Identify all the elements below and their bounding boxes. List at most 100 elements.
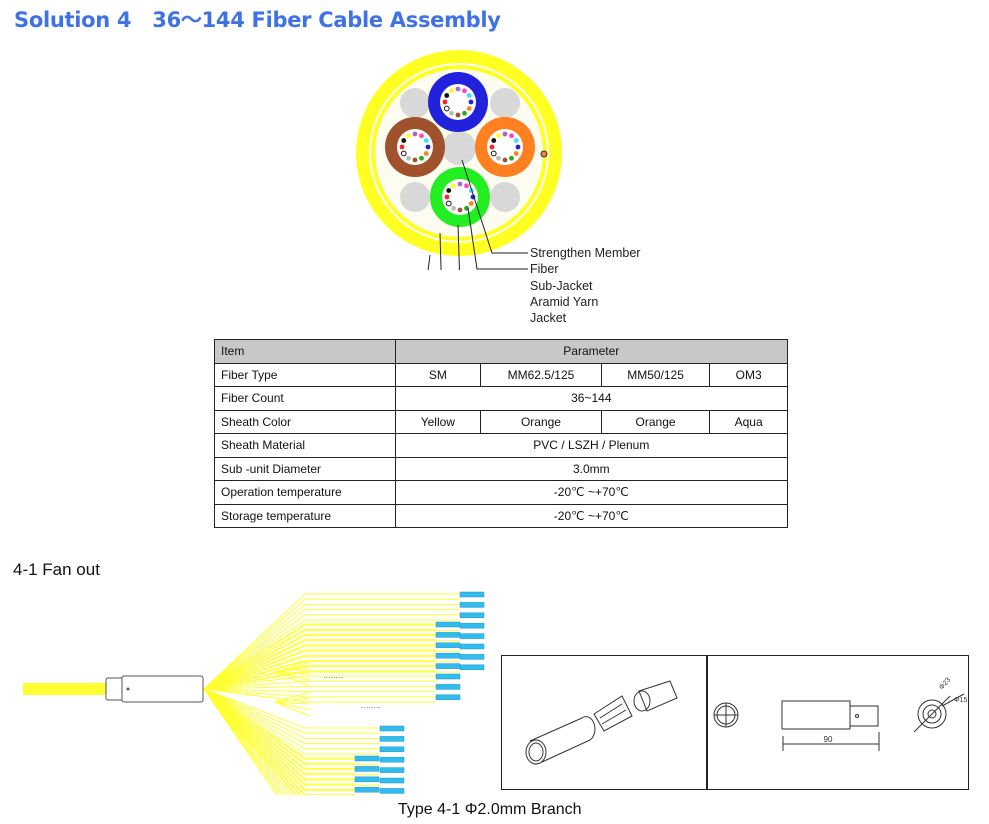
fiber-branch — [203, 688, 355, 785]
connector — [435, 652, 461, 659]
fiber — [464, 205, 469, 211]
fiber — [444, 194, 450, 200]
fiber — [425, 144, 431, 150]
row-item: Sheath Color — [214, 409, 396, 434]
connector — [379, 725, 405, 732]
row-value: SM — [394, 362, 482, 387]
fiber — [446, 188, 452, 193]
row-value: Yellow — [394, 409, 482, 434]
technical-drawing: 90 Φ23 Φ15 — [525, 676, 967, 765]
connector — [435, 642, 461, 649]
fiber — [442, 99, 448, 105]
fiber-branch — [203, 644, 436, 690]
connector — [459, 622, 485, 629]
fiber — [462, 88, 467, 94]
fiber-branch — [203, 609, 460, 690]
fiber — [466, 106, 472, 111]
fiber-branch — [203, 623, 436, 690]
connector — [379, 788, 405, 794]
fiber-branch — [203, 670, 436, 690]
fiber-branch — [203, 688, 355, 764]
connector — [435, 663, 461, 669]
fiber-branch — [203, 593, 460, 690]
page-title: Solution 4 36～144 Fiber Cable Assembly — [14, 8, 501, 32]
connector — [354, 776, 380, 783]
fiber-branch-partial — [274, 701, 311, 711]
header-parameter: Parameter — [394, 339, 789, 364]
label-jacket: Jacket — [530, 311, 567, 325]
fiber-branch — [203, 619, 460, 690]
fiber — [443, 105, 450, 112]
fiber-branch — [203, 614, 460, 690]
fiber — [455, 86, 461, 92]
connector — [459, 612, 485, 619]
label-sub-jacket: Sub-Jacket — [530, 279, 593, 293]
sub-unit-core — [442, 179, 478, 215]
connector — [459, 664, 485, 671]
connector — [459, 654, 485, 660]
fiber — [423, 151, 429, 156]
fiber — [468, 201, 474, 206]
fiber-branch — [203, 688, 436, 698]
leader-line — [467, 207, 528, 270]
row-value: Orange — [480, 409, 602, 434]
connector — [435, 673, 461, 680]
fiber-branch-partial — [274, 697, 311, 703]
connector — [435, 684, 461, 690]
section-heading: 4-1 Fan out — [13, 560, 100, 579]
fiber-branch — [203, 688, 380, 734]
label-fiber: Fiber — [530, 262, 559, 276]
row-item: Fiber Type — [214, 362, 396, 387]
table-header-row: Item Parameter — [214, 339, 789, 364]
fiber — [451, 205, 456, 211]
fiber — [423, 138, 429, 143]
row-value: -20℃ ~+70℃ — [394, 503, 789, 528]
filler — [400, 88, 430, 118]
fiber — [502, 157, 508, 163]
fiber-branch — [203, 688, 298, 795]
filler — [400, 182, 430, 212]
fiber — [451, 183, 456, 189]
fiber-branch-partial — [274, 691, 311, 703]
fiber-branch — [203, 688, 380, 745]
fiber-branch-partial — [274, 701, 311, 717]
connector — [354, 766, 380, 772]
fiber-branch — [203, 598, 460, 690]
fiber-branch — [203, 633, 436, 690]
header-item: Item — [214, 339, 396, 364]
side-view — [713, 693, 965, 751]
fiber-branch — [203, 688, 355, 780]
row-item: Storage temperature — [214, 503, 396, 528]
dim-d2: Φ15 — [954, 697, 967, 704]
connector — [435, 694, 461, 701]
row-value: MM62.5/125 — [480, 362, 602, 387]
row-value: MM50/125 — [600, 362, 711, 387]
fiber-branch — [203, 688, 287, 795]
fiber-branch — [203, 688, 436, 703]
table-row: Storage temperature-20℃ ~+70℃ — [214, 503, 789, 528]
fiber — [412, 131, 418, 137]
fiber — [496, 133, 501, 139]
fiber-branch — [203, 685, 436, 690]
fiber — [490, 150, 497, 157]
fiber — [457, 181, 463, 187]
fiber-branch — [203, 688, 380, 750]
connector — [435, 632, 461, 638]
connector — [435, 621, 461, 628]
fiber — [419, 133, 424, 139]
connector — [379, 756, 405, 763]
connector — [459, 591, 485, 598]
fiber — [419, 155, 424, 161]
fanout-housing — [121, 675, 204, 703]
divider — [706, 656, 708, 789]
sub-unit-core — [397, 129, 433, 165]
fiber — [401, 138, 407, 143]
screw — [126, 687, 130, 691]
ellipsis: ........ — [323, 670, 343, 680]
row-value: PVC / LSZH / Plenum — [394, 433, 789, 458]
fiber — [502, 131, 508, 137]
fiber-branch — [203, 639, 436, 690]
fiber — [489, 144, 495, 150]
